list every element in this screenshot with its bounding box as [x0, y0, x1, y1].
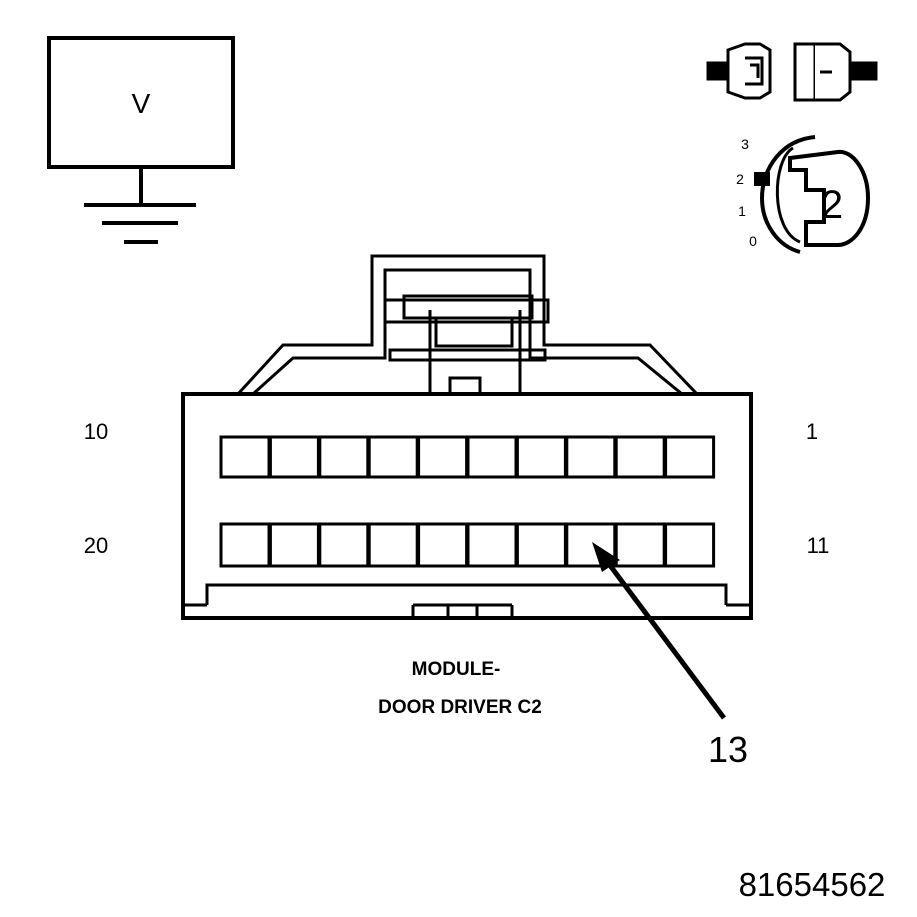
top-pin-cavity: [664, 435, 716, 479]
svg-text:3: 3: [741, 136, 749, 152]
top-pin-cavity: [466, 435, 518, 479]
pin-row-bottom: [219, 522, 716, 568]
pin-row-top: [219, 435, 716, 479]
svg-text:2: 2: [736, 171, 744, 187]
connector-face: [181, 254, 753, 620]
ignition-key-icon: 3 2 1 0 2: [736, 135, 871, 254]
top-pin-cavity: [565, 435, 617, 479]
top-pin-cavity: [614, 435, 666, 479]
svg-text:0: 0: [749, 233, 757, 249]
voltmeter-label: V: [132, 88, 151, 119]
top-pin-cavity: [268, 435, 320, 479]
voltmeter-symbol: V: [47, 36, 235, 244]
bottom-pin-cavity: [268, 522, 320, 568]
bottom-pin-cavity: [515, 522, 567, 568]
disconnect-connector-icon: [706, 42, 878, 102]
bottom-pin-cavity: [664, 522, 716, 568]
ground-icon: [84, 203, 196, 244]
pin-label-bottom-left: 20: [84, 533, 108, 558]
top-pin-cavity: [318, 435, 370, 479]
figure-id: 81654562: [739, 866, 886, 903]
connector-title-line2: DOOR DRIVER C2: [378, 697, 542, 718]
pin-label-bottom-right: 11: [807, 533, 830, 558]
callout-arrow: [592, 542, 727, 720]
svg-text:1: 1: [738, 203, 746, 219]
connector-title-line1: MODULE-: [412, 659, 501, 680]
bottom-pin-cavity: [367, 522, 419, 568]
ignition-position-label: 2: [821, 183, 843, 227]
bottom-pin-cavity: [417, 522, 469, 568]
bottom-pin-cavity: [318, 522, 370, 568]
pin-label-top-left: 10: [84, 419, 108, 444]
top-pin-cavity: [515, 435, 567, 479]
bottom-pin-cavity: [614, 522, 666, 568]
pin-label-top-right: 1: [806, 419, 818, 444]
top-pin-cavity: [219, 435, 271, 479]
top-pin-cavity: [417, 435, 469, 479]
bottom-pin-cavity: [219, 522, 271, 568]
callout-pin-number: 13: [708, 729, 748, 770]
bottom-pin-cavity: [466, 522, 518, 568]
top-pin-cavity: [367, 435, 419, 479]
